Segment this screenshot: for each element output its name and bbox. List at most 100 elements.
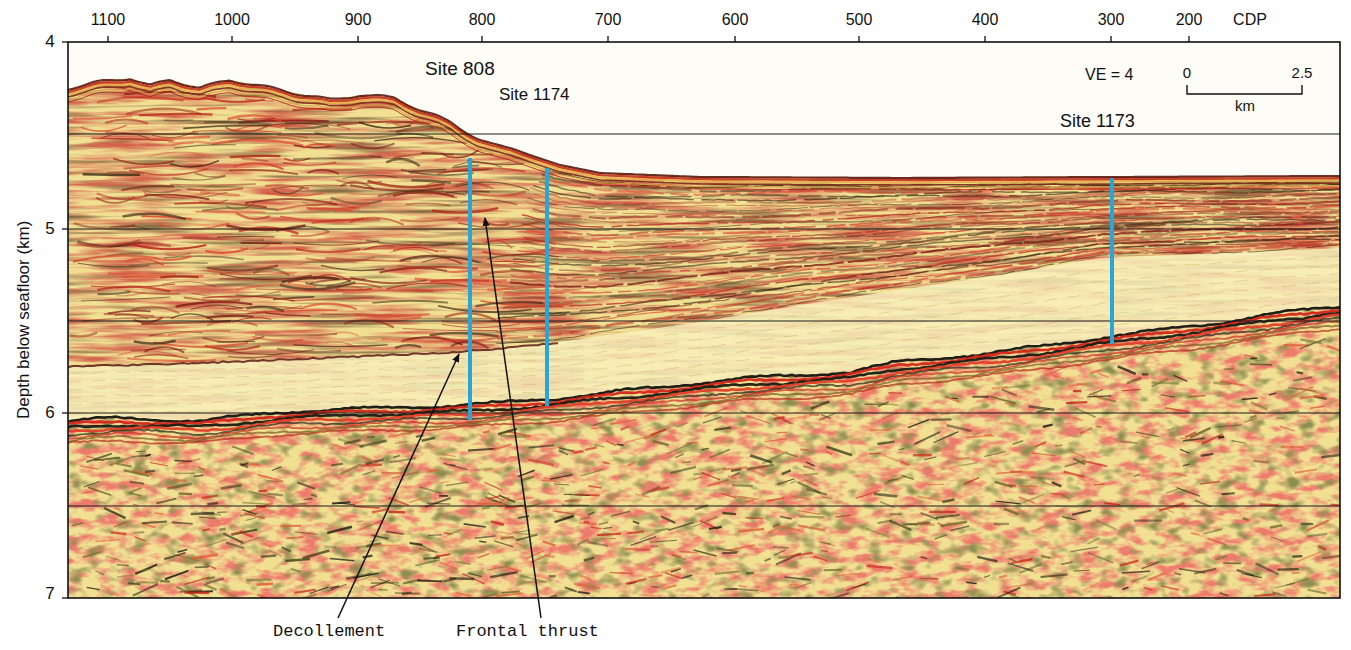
basement-speckle: [106, 556, 121, 561]
basement-speckle: [1105, 503, 1121, 505]
tick: [858, 36, 859, 42]
basement-speckle: [1222, 492, 1235, 495]
basement-speckle: [945, 396, 959, 401]
basement-speckle: [1132, 576, 1147, 581]
reflector-horizon: [504, 231, 1338, 294]
basement-speckle: [419, 544, 435, 551]
basement-speckle: [791, 496, 812, 500]
basement-speckle: [670, 467, 696, 473]
basement-speckle: [1183, 464, 1190, 466]
prism-reflector: [126, 291, 180, 294]
basement-speckle: [1096, 426, 1102, 428]
basement-speckle: [341, 465, 361, 474]
basement-speckle: [789, 417, 806, 419]
basement-speckle: [650, 540, 677, 542]
basement-speckle: [773, 546, 789, 549]
basement-speckle: [898, 449, 904, 450]
basement-speckle: [331, 444, 346, 449]
basement-speckle: [655, 529, 669, 531]
basement-speckle: [732, 485, 753, 486]
prism-reflector: [196, 211, 266, 214]
basement-speckle: [663, 585, 676, 589]
basement-speckle: [1166, 509, 1174, 512]
basement-speckle: [1041, 556, 1050, 558]
basement-speckle: [702, 594, 710, 597]
basement-speckle: [668, 523, 693, 531]
basement-speckle: [1269, 393, 1277, 395]
basement-speckle: [1300, 339, 1321, 343]
basement-speckle: [545, 556, 555, 557]
basement-speckle: [360, 441, 387, 447]
basement-speckle: [1167, 428, 1174, 430]
basement-speckle: [1185, 432, 1196, 437]
prism-reflector: [103, 144, 135, 146]
faint-horizon: [68, 256, 1340, 374]
basement-speckle: [1062, 517, 1076, 520]
basement-speckle: [1173, 473, 1186, 476]
prism-reflector: [129, 244, 206, 250]
tick: [481, 36, 482, 42]
basement-speckle: [177, 549, 187, 552]
prism-reflector: [442, 324, 520, 328]
basement-speckle: [577, 540, 588, 545]
basement-speckle: [154, 513, 163, 514]
prism-reflector: [213, 312, 267, 314]
grid-line: [68, 229, 1340, 230]
site-label: Site 1174: [497, 85, 572, 105]
basement-speckle: [1243, 518, 1249, 520]
basement-speckle: [1142, 373, 1148, 375]
basement-speckle: [311, 495, 317, 497]
basement-speckle: [191, 512, 214, 515]
basement-speckle: [733, 496, 759, 499]
prism-reflector: [187, 188, 243, 190]
leader-arrow: [338, 354, 459, 618]
prism-reflector: [97, 287, 170, 292]
basement-speckle: [809, 414, 819, 416]
basement-speckle: [135, 565, 157, 574]
basement-speckle: [626, 579, 647, 584]
basement-speckle: [114, 522, 127, 527]
basement-speckle: [415, 560, 439, 566]
basement-speckle: [584, 521, 590, 524]
basement-reflector: [68, 317, 1340, 436]
basement-speckle: [710, 449, 730, 457]
prism-reflector: [147, 152, 205, 157]
basement-speckle: [803, 466, 815, 469]
basement-speckle: [994, 523, 1009, 525]
prism-reflector: [217, 341, 255, 343]
basement-speckle: [1078, 477, 1087, 481]
basement-speckle: [747, 465, 774, 469]
prism-reflector: [483, 239, 555, 245]
prism-reflector: [245, 99, 274, 101]
basement-speckle: [972, 396, 989, 398]
prism-reflector: [143, 189, 181, 192]
prism-reflector: [293, 157, 382, 160]
basement-speckle: [653, 441, 669, 445]
basement-speckle: [1208, 539, 1226, 545]
prism-reflector: [168, 331, 230, 335]
basement-speckle: [714, 428, 731, 430]
basement-speckle: [87, 587, 100, 589]
basement-speckle: [883, 413, 897, 419]
basement-speckle: [745, 500, 754, 501]
basement-speckle: [1118, 366, 1136, 374]
basement-speckle: [682, 575, 693, 578]
basement-speckle: [821, 414, 831, 418]
basement-speckle: [917, 496, 944, 501]
basement-speckle: [1159, 503, 1184, 510]
basement-speckle: [722, 552, 737, 554]
callout-label: Frontal thrust: [456, 622, 599, 642]
basement-speckle: [1050, 493, 1065, 494]
basement-speckle: [804, 473, 818, 475]
prism-reflector: [273, 187, 303, 194]
seafloor-reflector: [68, 89, 1340, 188]
basement-speckle: [647, 564, 654, 566]
basement-speckle: [901, 462, 910, 465]
basement-speckle: [878, 442, 895, 444]
prism-reflector: [488, 277, 543, 280]
prism-reflector: [412, 169, 493, 171]
prism-reflector: [253, 337, 304, 341]
basement-speckle: [1297, 372, 1304, 373]
basement-speckle: [246, 578, 271, 581]
basement-speckle: [136, 450, 146, 452]
